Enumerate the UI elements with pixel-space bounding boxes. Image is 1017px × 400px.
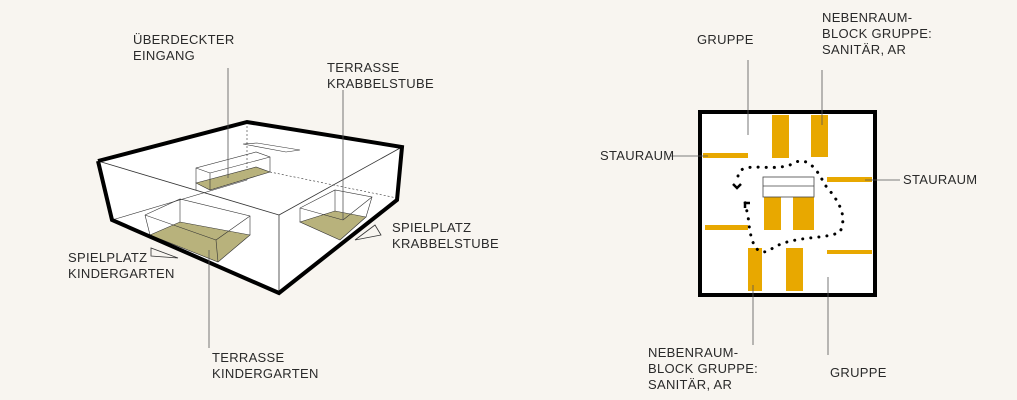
ochre-blocks: [703, 115, 872, 291]
label-covered-entrance: ÜBERDECKTER EINGANG: [133, 32, 235, 63]
label-storage-right: STAURAUM: [903, 172, 978, 187]
leader-lines-left: [208, 68, 344, 348]
label-terrace-crawlers: TERRASSE KRABBELSTUBE: [327, 60, 434, 91]
label-ancillary-bottom: NEBENRAUM- BLOCK GRUPPE: SANITÄR, AR: [648, 345, 759, 392]
label-terrace-kindergarten: TERRASSE KINDERGARTEN: [212, 350, 319, 381]
floor-plan: [698, 110, 877, 297]
isometric-building: [96, 119, 405, 296]
leader-lines-right: [670, 60, 900, 355]
label-playground-kindergarten: SPIELPLATZ KINDERGARTEN: [68, 250, 175, 281]
label-storage-left: STAURAUM: [600, 148, 675, 163]
label-group-top: GRUPPE: [697, 32, 754, 47]
label-group-bottom: GRUPPE: [830, 365, 887, 380]
label-playground-crawlers: SPIELPLATZ KRABBELSTUBE: [392, 220, 499, 251]
circulation-path: [736, 159, 845, 254]
label-ancillary-top: NEBENRAUM- BLOCK GRUPPE: SANITÄR, AR: [822, 10, 933, 57]
